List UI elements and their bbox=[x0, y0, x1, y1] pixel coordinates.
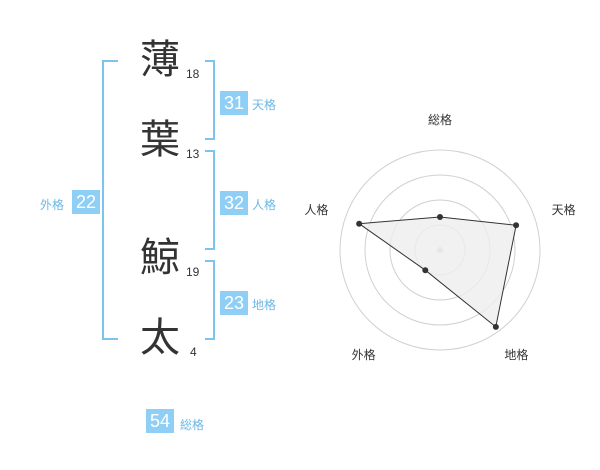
radar-points bbox=[356, 214, 520, 330]
radar-point-総格 bbox=[437, 214, 443, 220]
soukaku-value-badge: 54 bbox=[146, 409, 174, 433]
stroke-count-4: 4 bbox=[190, 345, 197, 359]
radar-axis-label: 地格 bbox=[504, 347, 528, 362]
chikaku-label: 地格 bbox=[252, 298, 277, 312]
gaikaku-label: 外格 bbox=[40, 198, 65, 212]
radar-axis-label: 総格 bbox=[428, 112, 452, 127]
chikaku-value-badge: 23 bbox=[220, 291, 248, 315]
stroke-count-1: 18 bbox=[186, 67, 200, 81]
tenkaku-label: 天格 bbox=[252, 98, 277, 112]
radar-ring-3 bbox=[364, 174, 516, 326]
radar-axis-label: 外格 bbox=[352, 347, 376, 362]
name-char-2: 葉 bbox=[140, 117, 180, 163]
stroke-count-2: 13 bbox=[186, 147, 200, 161]
soukaku-label: 総格 bbox=[180, 418, 205, 432]
radar-axis-label: 天格 bbox=[552, 202, 576, 217]
radar-area bbox=[357, 216, 517, 328]
radar-point-外格 bbox=[422, 267, 429, 274]
jinkaku-value-badge: 32 bbox=[220, 191, 248, 215]
jinkaku-label: 人格 bbox=[252, 198, 277, 212]
gaikaku-value-badge: 22 bbox=[72, 190, 100, 214]
name-char-3: 鯨 bbox=[140, 235, 180, 281]
radar-point-地格 bbox=[492, 323, 499, 330]
name-char-1: 薄 bbox=[140, 37, 180, 83]
radar-point-人格 bbox=[356, 220, 363, 227]
tenkaku-value-badge: 31 bbox=[220, 91, 248, 115]
stroke-count-3: 19 bbox=[186, 265, 200, 279]
radar-ring-4 bbox=[339, 149, 541, 351]
name-char-4: 太 bbox=[140, 315, 180, 361]
radar-axis-label: 人格 bbox=[304, 202, 328, 217]
radar-grid bbox=[339, 149, 541, 351]
radar-point-天格 bbox=[513, 222, 520, 229]
